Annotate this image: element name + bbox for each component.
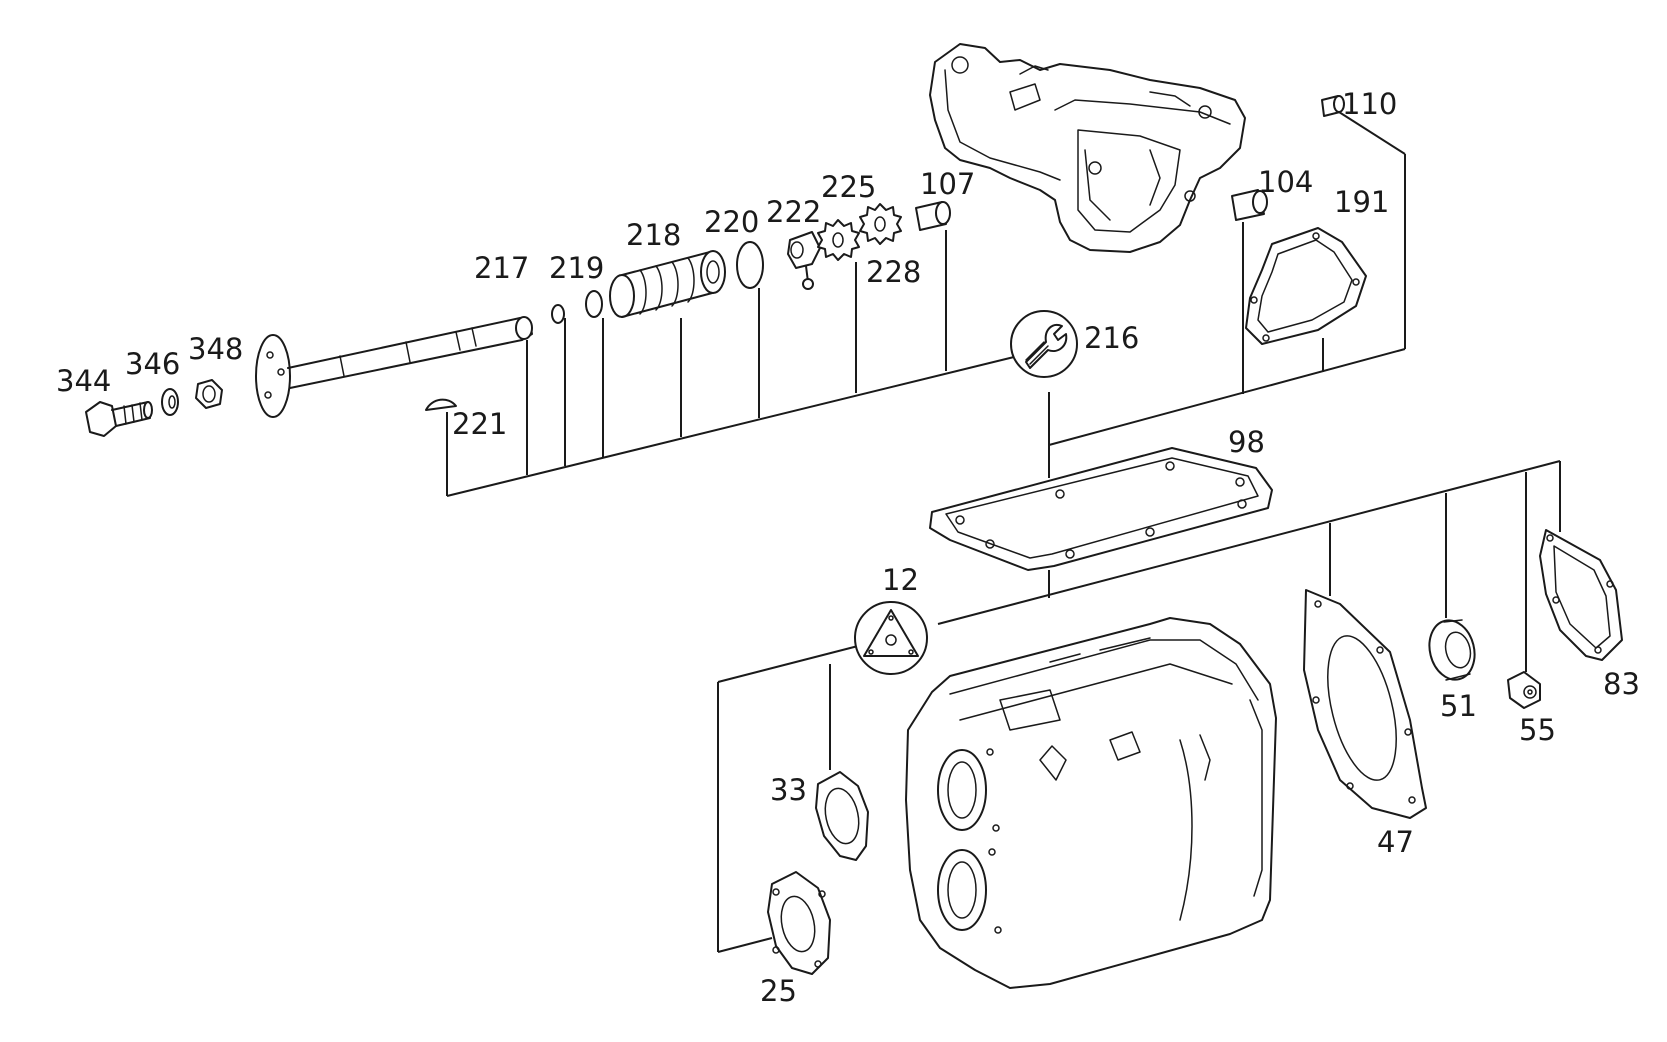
nut-348 [195,379,223,409]
label-191: 191 [1334,185,1389,219]
selector-shaft [255,316,533,418]
gearbox-housing [905,617,1277,989]
lock-washer-225 [817,219,860,261]
label-47: 47 [1377,825,1414,859]
cover-33 [815,771,869,861]
label-344: 344 [56,364,111,398]
shift-finger-222 [787,231,821,290]
label-222: 222 [766,195,821,229]
label-216: 216 [1084,321,1139,355]
label-221: 221 [452,407,507,441]
label-217: 217 [474,251,529,285]
gasket-98 [929,447,1273,571]
wrench-icon [1010,310,1078,378]
shift-cover-housing [929,43,1246,253]
gasket-191 [1245,227,1367,345]
rubber-boot-218 [609,250,726,318]
label-104: 104 [1258,165,1313,199]
label-346: 346 [125,347,180,381]
label-98: 98 [1228,425,1265,459]
oring-220 [736,241,764,289]
label-218: 218 [626,218,681,252]
label-219: 219 [549,251,604,285]
label-25: 25 [760,974,797,1008]
washer-346 [161,388,179,416]
label-348: 348 [188,332,243,366]
label-220: 220 [704,205,759,239]
oring-217 [551,304,565,324]
gasket-83 [1539,529,1623,661]
label-55: 55 [1519,713,1556,747]
label-33: 33 [770,773,807,807]
cover-25 [767,871,831,975]
label-12: 12 [882,563,919,597]
gasket-47 [1303,589,1427,819]
part-labels: 110 104 191 107 225 222 228 220 218 217 … [56,87,1640,1008]
label-107: 107 [920,167,975,201]
plug-104 [1231,189,1268,221]
label-83: 83 [1603,667,1640,701]
label-110: 110 [1342,87,1397,121]
bolt-344 [85,401,153,437]
label-228: 228 [866,255,921,289]
label-225: 225 [821,170,876,204]
lock-washer-228 [859,203,902,245]
oring-219 [585,290,603,318]
plug-107 [915,201,951,231]
triangle-plate-icon [854,601,928,675]
leader-lines [446,111,1561,953]
label-51: 51 [1440,689,1477,723]
woodruff-key-221 [425,398,457,411]
plug-110 [1321,95,1345,117]
plug-55 [1507,671,1541,709]
seal-51 [1428,619,1476,681]
